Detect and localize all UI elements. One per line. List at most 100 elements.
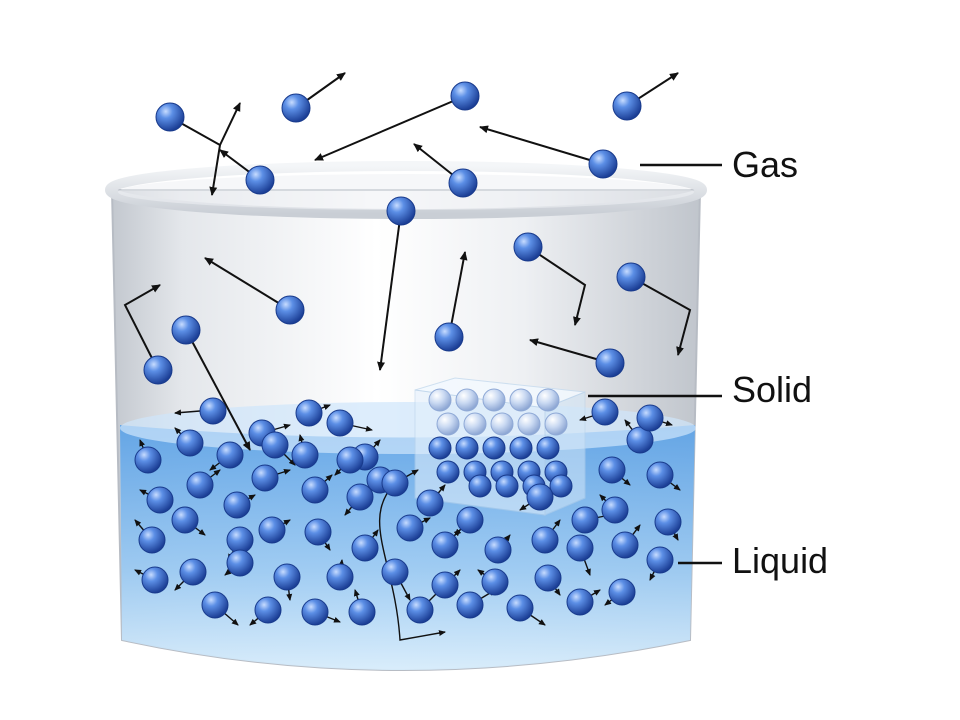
gas-molecule — [616, 262, 646, 292]
liquid-molecule — [611, 531, 639, 559]
liquid-molecule — [223, 491, 251, 519]
liquid-molecule — [254, 596, 282, 624]
callout-gas: Gas — [640, 144, 798, 185]
liquid-molecule — [273, 563, 301, 591]
liquid-motion-arrow — [174, 409, 201, 416]
liquid-molecule — [336, 446, 364, 474]
liquid-molecule — [566, 588, 594, 616]
liquid-molecule — [301, 598, 329, 626]
liquid-molecule — [646, 461, 674, 489]
gas-motion-arrow — [630, 276, 692, 356]
gas-molecule — [275, 295, 305, 325]
liquid-molecule — [258, 516, 286, 544]
liquid-molecule — [176, 429, 204, 457]
liquid-molecule — [346, 483, 374, 511]
gas-molecule — [612, 91, 642, 121]
gas-motion-arrow — [314, 95, 466, 161]
liquid-molecule — [591, 398, 619, 426]
label-liquid: Liquid — [732, 540, 828, 581]
solid-molecule — [436, 460, 460, 484]
solid-molecule — [490, 412, 514, 436]
liquid-molecule — [179, 558, 207, 586]
liquid-molecule — [381, 469, 409, 497]
callout-liquid: Liquid — [678, 540, 828, 581]
gas-molecule — [143, 355, 173, 385]
gas-molecule — [513, 232, 543, 262]
liquid-molecule — [598, 456, 626, 484]
gas-molecule — [245, 165, 275, 195]
label-solid: Solid — [732, 369, 812, 410]
gas-molecule — [155, 102, 185, 132]
liquid-molecule — [381, 558, 409, 586]
liquid-molecule — [326, 563, 354, 591]
liquid-molecule — [484, 536, 512, 564]
gas-motion-arrow — [527, 246, 587, 326]
molecules — [134, 81, 682, 626]
liquid-molecule — [226, 549, 254, 577]
liquid-molecule — [295, 399, 323, 427]
liquid-molecule — [351, 534, 379, 562]
liquid-molecule — [171, 506, 199, 534]
gas-molecule — [588, 149, 618, 179]
liquid-molecule — [636, 404, 664, 432]
solid-molecule — [455, 388, 479, 412]
solid-molecule — [495, 474, 519, 498]
gas-molecule — [448, 168, 478, 198]
liquid-molecule — [134, 446, 162, 474]
liquid-molecule — [396, 514, 424, 542]
liquid-molecule — [301, 476, 329, 504]
liquid-molecule — [456, 591, 484, 619]
liquid-molecule — [601, 496, 629, 524]
callout-solid: Solid — [588, 369, 812, 410]
gas-molecule — [434, 322, 464, 352]
liquid-molecule — [251, 464, 279, 492]
liquid-molecule — [146, 486, 174, 514]
solid-molecule — [509, 388, 533, 412]
liquid-molecule — [326, 409, 354, 437]
liquid-molecule — [138, 526, 166, 554]
solid-molecule — [428, 388, 452, 412]
liquid-molecule — [348, 598, 376, 626]
solid-molecule — [549, 474, 573, 498]
liquid-molecule — [431, 531, 459, 559]
gas-motion-arrow — [219, 102, 241, 146]
gas-motion-arrow — [377, 210, 402, 371]
solid-molecule — [482, 388, 506, 412]
solid-molecule — [482, 436, 506, 460]
solid-molecule — [517, 412, 541, 436]
solid-molecule — [468, 474, 492, 498]
liquid-molecule — [566, 534, 594, 562]
liquid-molecule — [226, 526, 254, 554]
solid-molecule — [463, 412, 487, 436]
solid-molecule — [455, 436, 479, 460]
liquid-molecule — [261, 431, 289, 459]
liquid-molecule — [431, 571, 459, 599]
liquid-molecule — [141, 566, 169, 594]
liquid-molecule — [216, 441, 244, 469]
liquid-molecule — [186, 471, 214, 499]
liquid-molecule — [201, 591, 229, 619]
solid-molecule — [536, 436, 560, 460]
liquid-molecule — [571, 506, 599, 534]
liquid-molecule — [506, 594, 534, 622]
gas-motion-arrow — [123, 284, 161, 371]
gas-molecule — [281, 93, 311, 123]
gas-molecule — [450, 81, 480, 111]
gas-molecule — [595, 348, 625, 378]
liquid-molecule — [291, 441, 319, 469]
liquid-molecule — [608, 578, 636, 606]
liquid-molecule — [406, 596, 434, 624]
gas-molecule — [386, 196, 416, 226]
gas-molecule — [171, 315, 201, 345]
solid-molecule — [536, 388, 560, 412]
liquid-molecule — [481, 568, 509, 596]
solid-molecule — [428, 436, 452, 460]
liquid-molecule — [304, 518, 332, 546]
liquid-molecule — [646, 546, 674, 574]
solid-molecule — [436, 412, 460, 436]
liquid-molecule — [654, 508, 682, 536]
gas-motion-arrow — [204, 257, 291, 311]
liquid-molecule — [199, 397, 227, 425]
liquid-molecule — [416, 489, 444, 517]
